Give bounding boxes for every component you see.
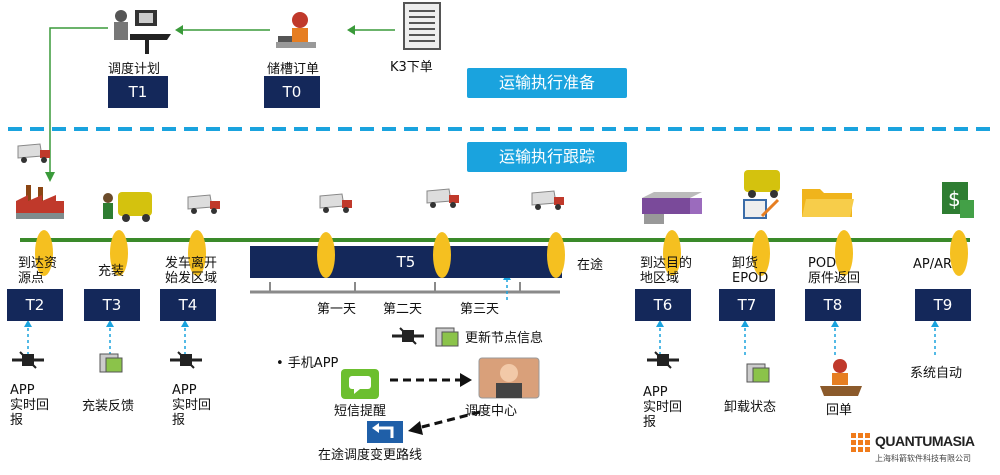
timeline-marker <box>835 230 853 276</box>
day2-label: 第二天 <box>383 302 423 317</box>
update-node-label: 更新节点信息 <box>465 331 544 346</box>
order-label: 储槽订单 <box>267 62 320 77</box>
t3-sub-label: 充装反馈 <box>82 399 135 414</box>
t2-label: 到达资 源点 <box>18 256 58 286</box>
t6-label: 到达目的 地区域 <box>640 256 693 286</box>
milestone-t6[interactable]: T6 <box>635 289 691 321</box>
t7-label: 卸货 EPOD <box>732 256 769 286</box>
t9-label: AP/AR <box>913 257 953 272</box>
timeline-marker <box>547 232 565 278</box>
brand-logo: QUANTUMASIA 上海科箭软件科技有限公司 <box>851 431 991 467</box>
timeline-marker <box>110 230 128 276</box>
truck-icon <box>318 192 354 214</box>
folder-icon <box>800 185 856 219</box>
t2-sub-label: APP 实时回 报 <box>10 383 50 428</box>
loading-worker-icon <box>100 186 156 226</box>
brand-subtitle: 上海科箭软件科技有限公司 <box>875 454 971 463</box>
milestone-t4[interactable]: T4 <box>160 289 216 321</box>
mobile-app-label: • 手机APP <box>276 356 339 371</box>
factory-icon <box>14 183 66 221</box>
phase-prepare-banner: 运输执行准备 <box>467 68 627 98</box>
truck-icon <box>186 193 222 215</box>
milestone-t2[interactable]: T2 <box>7 289 63 321</box>
day1-label: 第一天 <box>317 302 357 317</box>
phone-icon <box>745 362 771 384</box>
sms-label: 短信提醒 <box>334 404 387 419</box>
dispatch-center-label: 调度中心 <box>465 404 518 419</box>
timeline-marker <box>35 230 53 276</box>
t9-sub-label: 系统自动 <box>910 366 963 381</box>
milestone-t3[interactable]: T3 <box>84 289 140 321</box>
t8-label: POD 原件返回 <box>808 256 861 286</box>
timeline-marker <box>433 232 451 278</box>
reroute-label: 在途调度变更路线 <box>318 448 423 463</box>
dispatcher-icon <box>105 6 175 56</box>
t4-label: 发车离开 始发区域 <box>165 256 218 286</box>
milestone-t9[interactable]: T9 <box>915 289 971 321</box>
satellite-icon <box>390 326 426 346</box>
milestone-t7[interactable]: T7 <box>719 289 775 321</box>
timeline-marker <box>317 232 335 278</box>
timeline-marker <box>188 230 206 276</box>
document-icon <box>403 2 441 50</box>
k3-label: K3下单 <box>390 60 433 75</box>
dispatch-center-photo <box>478 357 540 399</box>
timeline-marker <box>752 230 770 276</box>
milestone-t8[interactable]: T8 <box>805 289 861 321</box>
milestone-t1[interactable]: T1 <box>108 76 168 108</box>
truck-icon <box>425 187 461 209</box>
day3-label: 第三天 <box>460 302 500 317</box>
timeline-marker <box>950 230 968 276</box>
milestone-t5[interactable]: T5 <box>250 246 562 278</box>
phone-icon <box>98 352 124 374</box>
unloading-icon <box>738 168 788 220</box>
t4-sub-label: APP 实时回 报 <box>172 383 212 428</box>
satellite-icon <box>10 350 46 370</box>
brand-name: QUANTUMASIA <box>875 433 975 449</box>
phone-icon <box>434 326 460 348</box>
truck-icon <box>16 142 52 164</box>
t5-status-label: 在途 <box>577 258 604 273</box>
t7-sub-label: 卸载状态 <box>724 400 777 415</box>
turn-arrow-icon <box>366 420 404 444</box>
truck-icon <box>530 189 566 211</box>
timeline-marker <box>663 230 681 276</box>
money-icon: $ <box>940 180 976 220</box>
t6-sub-label: APP 实时回 报 <box>643 385 683 430</box>
svg-text:$: $ <box>948 187 961 211</box>
dispatch-plan-label: 调度计划 <box>108 62 161 77</box>
t8-sub-label: 回单 <box>826 403 853 418</box>
order-clerk-icon <box>272 6 322 56</box>
clerk-icon <box>818 358 864 398</box>
satellite-icon <box>168 350 204 370</box>
milestone-t0[interactable]: T0 <box>264 76 320 108</box>
phase-track-banner: 运输执行跟踪 <box>467 142 627 172</box>
sms-icon <box>340 368 380 400</box>
t3-label: 充装 <box>98 264 125 279</box>
satellite-icon <box>645 350 681 370</box>
destination-icon <box>640 190 706 226</box>
